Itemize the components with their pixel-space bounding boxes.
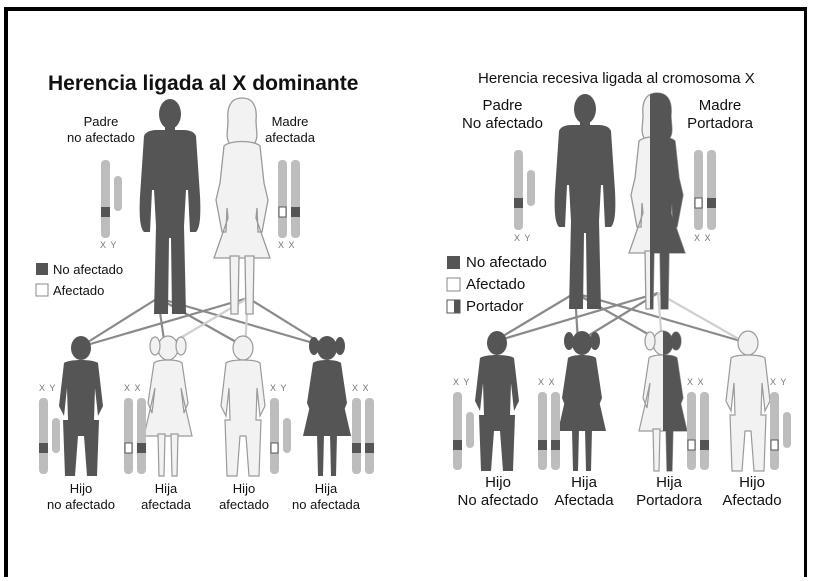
- right-legend-label-1: No afectado: [466, 254, 547, 272]
- left-child-2-chromosomes: [124, 398, 146, 474]
- left-child-1-label-line1: Hijo: [41, 481, 121, 497]
- right-child-2-figure: [558, 331, 606, 471]
- right-child-3-label: Hija Portadora: [628, 474, 710, 510]
- right-father-figure: [555, 94, 616, 309]
- left-father-label-line2: no afectado: [62, 130, 140, 146]
- left-child-3-xy: X Y: [270, 383, 287, 393]
- right-connector-lines: [493, 293, 744, 342]
- right-child-2-label-line1: Hija: [544, 474, 624, 492]
- right-father-label-line2: No afectado: [455, 115, 550, 133]
- right-mother-chromosomes: [694, 150, 716, 230]
- left-child-4-xy: X X: [352, 383, 370, 393]
- right-child-3-chromosomes: [687, 392, 709, 470]
- left-child-1-label-line2: no afectado: [41, 497, 121, 513]
- left-child-2-label-line2: afectada: [130, 497, 202, 513]
- left-connector-lines: [80, 298, 327, 347]
- left-child-1-figure: [59, 336, 103, 476]
- left-mother-xy: X X: [278, 240, 296, 250]
- left-child-2-figure: [144, 336, 192, 476]
- left-father-label: Padre no afectado: [62, 114, 140, 146]
- left-child-1-chromosomes: [39, 398, 60, 474]
- right-child-2-label-line2: Afectada: [544, 492, 624, 510]
- right-child-4-label-line2: Afectado: [712, 492, 792, 510]
- left-mother-label: Madre afectada: [255, 114, 325, 146]
- left-father-chromosomes: [101, 160, 122, 238]
- right-child-2-xy: X X: [538, 377, 556, 387]
- right-child-4-chromosomes: [770, 392, 791, 470]
- right-child-2-chromosomes: [538, 392, 560, 470]
- left-legend-label-1: No afectado: [53, 262, 123, 278]
- left-child-2-xy: X X: [124, 383, 142, 393]
- right-mother-label-line2: Portadora: [680, 115, 760, 133]
- right-father-label-line1: Padre: [455, 97, 550, 115]
- right-child-2-label: Hija Afectada: [544, 474, 624, 510]
- right-child-1-label-line2: No afectado: [452, 492, 544, 510]
- left-child-3-label-line2: afectado: [208, 497, 280, 513]
- left-child-4-label-line2: no afectada: [283, 497, 369, 513]
- left-mother-chromosomes: [278, 160, 300, 238]
- right-child-3-label-line2: Portadora: [628, 492, 710, 510]
- right-legend-label-3: Portador: [466, 298, 524, 316]
- left-child-4-figure: [303, 336, 351, 476]
- right-child-3-xy: X X: [687, 377, 705, 387]
- right-mother-label: Madre Portadora: [680, 97, 760, 133]
- right-child-1-xy: X Y: [453, 377, 470, 387]
- right-mother-xy: X X: [694, 233, 712, 243]
- right-child-3-label-line1: Hija: [628, 474, 710, 492]
- left-legend-label-2: Afectado: [53, 283, 104, 299]
- right-father-chromosomes: [514, 150, 535, 230]
- right-legend-swatches: [447, 256, 460, 313]
- right-title: Herencia recesiva ligada al cromosoma X: [478, 70, 755, 87]
- right-child-4-xy: X Y: [770, 377, 787, 387]
- right-mother-label-line1: Madre: [680, 97, 760, 115]
- left-child-4-chromosomes: [352, 398, 374, 474]
- left-mother-label-line2: afectada: [255, 130, 325, 146]
- right-child-1-chromosomes: [453, 392, 474, 470]
- left-child-4-label-line1: Hija: [283, 481, 369, 497]
- right-child-1-label: Hijo No afectado: [452, 474, 544, 510]
- left-title: Herencia ligada al X dominante: [48, 72, 358, 96]
- left-child-3-label-line1: Hijo: [208, 481, 280, 497]
- right-child-4-label-line1: Hijo: [712, 474, 792, 492]
- right-child-4-figure: [726, 331, 770, 471]
- right-child-1-label-line1: Hijo: [452, 474, 544, 492]
- right-father-label: Padre No afectado: [455, 97, 550, 133]
- right-legend-label-2: Afectado: [466, 276, 525, 294]
- left-child-4-label: Hija no afectada: [283, 481, 369, 513]
- right-child-4-label: Hijo Afectado: [712, 474, 792, 510]
- left-child-3-label: Hijo afectado: [208, 481, 280, 513]
- left-father-label-line1: Padre: [62, 114, 140, 130]
- left-father-xy: X Y: [100, 240, 117, 250]
- left-child-1-xy: X Y: [39, 383, 56, 393]
- left-legend-swatches: [36, 263, 48, 296]
- right-father-xy: X Y: [514, 233, 531, 243]
- right-child-1-figure: [475, 331, 519, 471]
- left-child-2-label: Hija afectada: [130, 481, 202, 513]
- right-child-3-figure: [639, 331, 687, 471]
- left-child-1-label: Hijo no afectado: [41, 481, 121, 513]
- left-father-figure: [140, 99, 201, 314]
- left-mother-label-line1: Madre: [255, 114, 325, 130]
- left-child-3-chromosomes: [270, 398, 291, 474]
- left-child-2-label-line1: Hija: [130, 481, 202, 497]
- left-child-3-figure: [221, 336, 265, 476]
- right-mother-figure: [629, 93, 685, 309]
